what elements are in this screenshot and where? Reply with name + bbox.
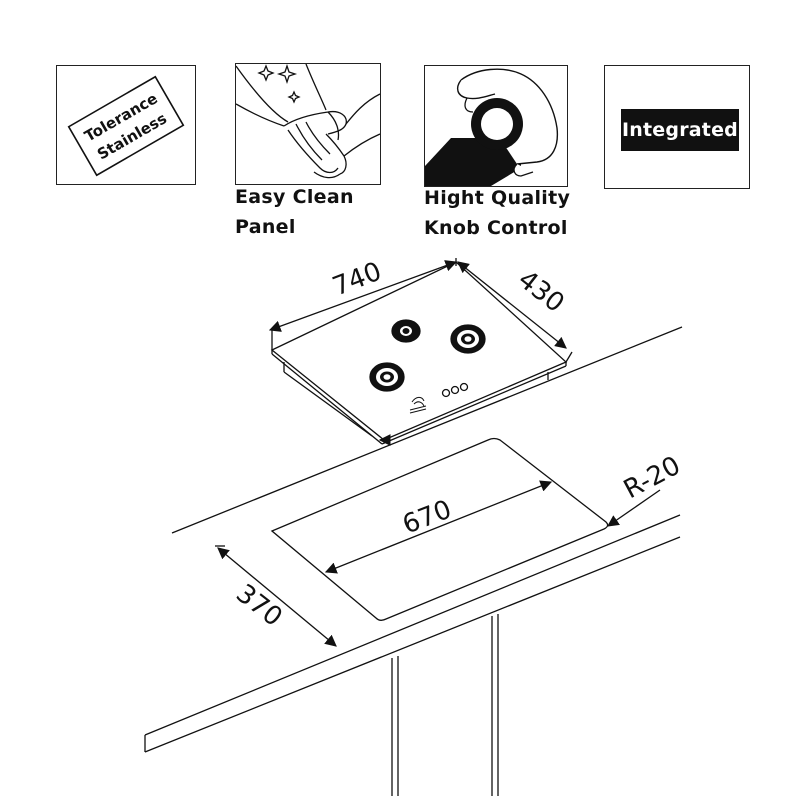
- stamp-icon: Tolerance Stainless: [67, 75, 185, 177]
- hand-knob-icon: [425, 68, 559, 186]
- control-knob: [459, 382, 469, 392]
- caption-easy-clean-line-1: Easy Clean: [235, 186, 354, 208]
- hands-washing-icon: [236, 64, 380, 179]
- brand-logo-icon: [409, 396, 427, 414]
- depth-extension: [565, 351, 573, 363]
- caption-knob-line-1: Hight Quality: [424, 187, 571, 209]
- cabinet-side-panels: [391, 614, 499, 796]
- width-dimension-line: [268, 260, 458, 332]
- cutout-width-dimension-line: [324, 480, 553, 574]
- control-knob: [450, 385, 460, 395]
- feature-box-knob: [424, 65, 568, 187]
- cutout-width-label: 670: [399, 495, 456, 541]
- cutout-depth-label: 370: [230, 579, 288, 633]
- caption-knob: Hight Quality Knob Control: [424, 183, 570, 243]
- countertop: [144, 326, 683, 753]
- sparkle-icon: [287, 90, 301, 104]
- caption-easy-clean-line-2: Panel: [235, 216, 296, 238]
- feature-box-easy-clean: [235, 63, 381, 185]
- radius-leader-line: [607, 489, 661, 527]
- depth-label: 430: [512, 265, 570, 319]
- cutout-depth-dimension-line: [217, 547, 337, 647]
- sparkle-icon: [276, 64, 298, 85]
- control-knob: [441, 388, 451, 398]
- corner-radius-label: R-20: [619, 451, 686, 505]
- depth-dimension-line: [457, 261, 567, 349]
- caption-easy-clean: Easy Clean Panel: [235, 182, 354, 242]
- caption-knob-line-2: Knob Control: [424, 217, 568, 239]
- integrated-badge: Integrated: [621, 109, 739, 151]
- cutout-outline: [270, 437, 609, 621]
- sparkle-icon: [257, 64, 275, 82]
- feature-box-tolerance: Tolerance Stainless: [56, 65, 196, 185]
- width-label: 740: [329, 257, 386, 303]
